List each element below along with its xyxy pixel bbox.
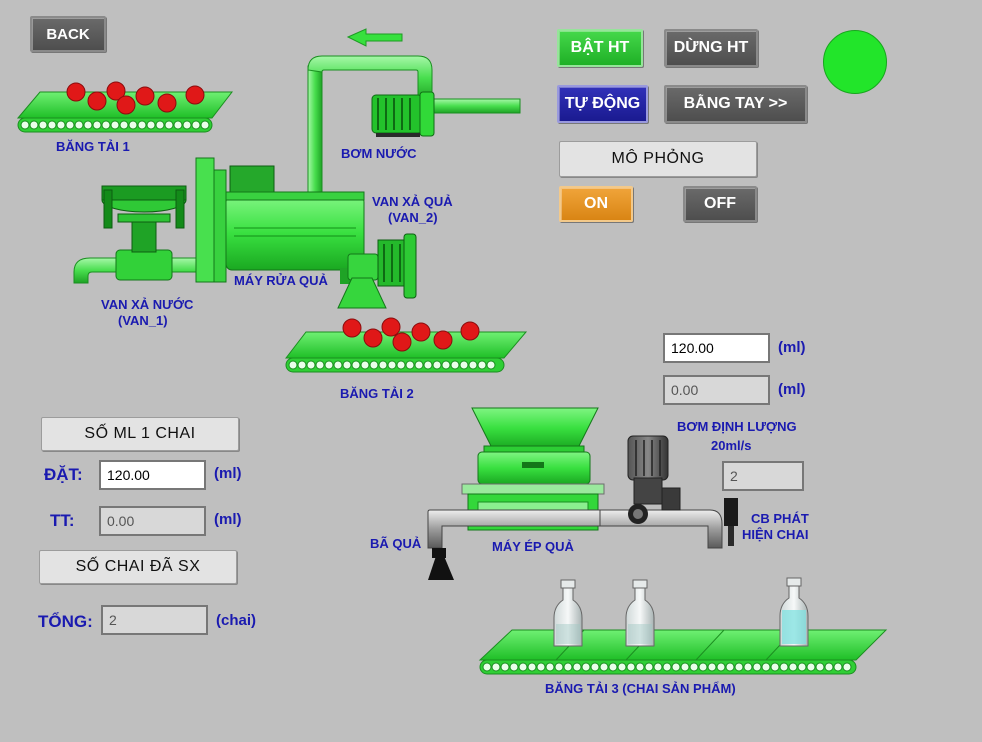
- manual-mode-button[interactable]: BẰNG TAY >>: [664, 85, 807, 123]
- pump-actual-unit: (ml): [778, 381, 806, 398]
- pump-setpoint-unit: (ml): [778, 339, 806, 356]
- valve-2-label: VAN XẢ QUẢ: [372, 194, 453, 209]
- bottle-1: [553, 579, 583, 647]
- bottle-sensor-label: CB PHÁT: [751, 511, 809, 526]
- total-bottles-display: 2: [101, 605, 208, 635]
- status-indicator-light: [823, 30, 887, 94]
- conveyor-2-label: BĂNG TẢI 2: [340, 386, 414, 401]
- pulp-label: BÃ QUẢ: [370, 536, 422, 551]
- set-ml-input[interactable]: [99, 460, 206, 490]
- water-pipe: [307, 55, 521, 207]
- dosing-pump-label: BƠM ĐỊNH LƯỢNG: [677, 419, 797, 434]
- actual-ml-unit: (ml): [214, 511, 242, 528]
- pump-actual-display: 0.00: [663, 375, 770, 405]
- auto-mode-button[interactable]: TỰ ĐỘNG: [557, 85, 648, 123]
- simulation-off-button[interactable]: OFF: [683, 186, 757, 222]
- conveyor-2: [284, 317, 528, 373]
- conveyor-1: [16, 81, 234, 133]
- set-ml-unit: (ml): [214, 465, 242, 482]
- set-label: ĐẶT:: [44, 465, 83, 484]
- valve-1: [73, 185, 211, 284]
- arrow-left-icon: [346, 28, 403, 47]
- actual-ml-display: 0.00: [99, 506, 206, 536]
- total-label: TỔNG:: [38, 612, 93, 631]
- start-system-button[interactable]: BẬT HT: [557, 29, 643, 67]
- total-bottles-unit: (chai): [216, 612, 257, 629]
- valve-1-id: (VAN_1): [118, 313, 168, 328]
- simulation-on-button[interactable]: ON: [559, 186, 633, 222]
- dosing-pump-rate: 20ml/s: [711, 438, 752, 453]
- valve-2: [337, 233, 417, 309]
- pump-setpoint-input[interactable]: [663, 333, 770, 363]
- conveyor-3: [478, 629, 888, 675]
- sensor-count-display: 2: [722, 461, 804, 491]
- bottle-3: [779, 577, 809, 647]
- fruit-press: [427, 407, 605, 580]
- bottles-produced-label: SỐ CHAI ĐÃ SX: [39, 550, 237, 584]
- ml-per-bottle-label: SỐ ML 1 CHAI: [41, 417, 239, 451]
- conveyor-1-label: BĂNG TẢI 1: [56, 139, 130, 154]
- washer-label: MÁY RỬA QUẢ: [234, 273, 328, 288]
- water-pump: [371, 91, 435, 137]
- bottle-2: [625, 579, 655, 647]
- bottle-sensor-label-2: HIỆN CHAI: [742, 527, 809, 542]
- conveyor-3-label: BĂNG TẢI 3 (CHAI SẢN PHẨM): [545, 681, 736, 696]
- press-label: MÁY ÉP QUẢ: [492, 539, 574, 554]
- valve-2-id: (VAN_2): [388, 210, 438, 225]
- water-pump-label: BƠM NƯỚC: [341, 146, 417, 161]
- stop-system-button[interactable]: DỪNG HT: [664, 29, 758, 67]
- actual-label: TT:: [50, 511, 75, 530]
- simulation-label: MÔ PHỎNG: [559, 141, 757, 177]
- fruit-washer: [195, 157, 365, 284]
- back-button[interactable]: BACK: [30, 16, 106, 52]
- valve-1-label: VAN XẢ NƯỚC: [101, 297, 194, 312]
